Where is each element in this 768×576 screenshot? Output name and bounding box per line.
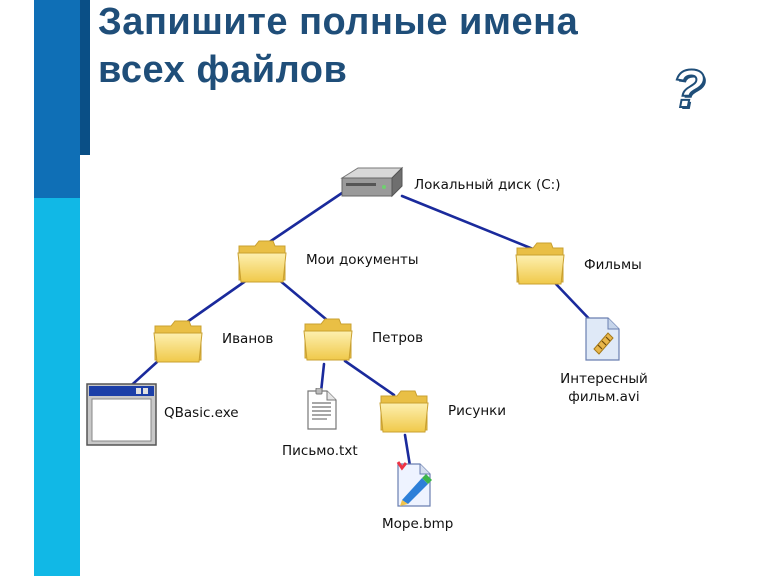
folder-pictures[interactable] (378, 386, 430, 439)
folder-icon (152, 316, 204, 364)
edge-drive-mydocs (260, 191, 344, 249)
file-sea[interactable] (392, 460, 438, 515)
drive-icon (340, 166, 404, 198)
file-letter[interactable] (305, 387, 339, 437)
drive-label: Локальный диск (C:) (414, 177, 561, 193)
video-file-icon (585, 317, 620, 361)
folder-icon (378, 386, 430, 434)
edge-mydocs-petrov (276, 277, 329, 322)
edge-pictures-sea (403, 433, 412, 468)
side-bar-light (34, 198, 80, 576)
file-sea-label: Море.bmp (382, 516, 454, 532)
edge-mydocs-ivanov (178, 278, 249, 329)
side-bar-shadow (80, 0, 90, 155)
file-movie-label-line-2: фильм.avi (568, 389, 640, 405)
title-line-1: Запишите полные имена (98, 1, 579, 43)
file-qbasic-label: QBasic.exe (164, 405, 239, 421)
text-document-icon (307, 387, 337, 430)
folder-my-documents[interactable] (236, 236, 288, 289)
file-movie[interactable] (582, 315, 624, 368)
edge-petrov-letter (319, 362, 326, 394)
question-mark: ? (671, 58, 706, 120)
side-bar-dark (34, 0, 80, 198)
folder-petrov-label: Петров (372, 330, 424, 346)
file-letter-label: Письмо.txt (282, 443, 358, 459)
folder-pictures-label: Рисунки (448, 403, 507, 419)
file-movie-label: Интересный фильм.avi (557, 370, 651, 406)
folder-icon (514, 238, 566, 286)
folder-icon (236, 236, 288, 284)
drive-node[interactable] (336, 164, 408, 209)
folder-icon (302, 314, 354, 362)
folder-films-label: Фильмы (584, 257, 642, 273)
file-qbasic[interactable] (86, 383, 158, 452)
folder-ivanov[interactable] (152, 316, 204, 369)
edge-petrov-pictures (343, 359, 396, 397)
bitmap-image-icon (396, 461, 432, 507)
folder-films[interactable] (514, 238, 566, 291)
folder-my-documents-label: Мои документы (306, 252, 419, 268)
title-line-2: всех файлов (98, 49, 348, 91)
folder-petrov[interactable] (302, 314, 354, 367)
file-movie-label-line-1: Интересный (560, 371, 648, 387)
slide-title: Запишите полные имена всех файлов (98, 0, 578, 94)
edge-drive-films (400, 194, 540, 253)
folder-ivanov-label: Иванов (222, 331, 274, 347)
application-window-icon (86, 383, 157, 446)
